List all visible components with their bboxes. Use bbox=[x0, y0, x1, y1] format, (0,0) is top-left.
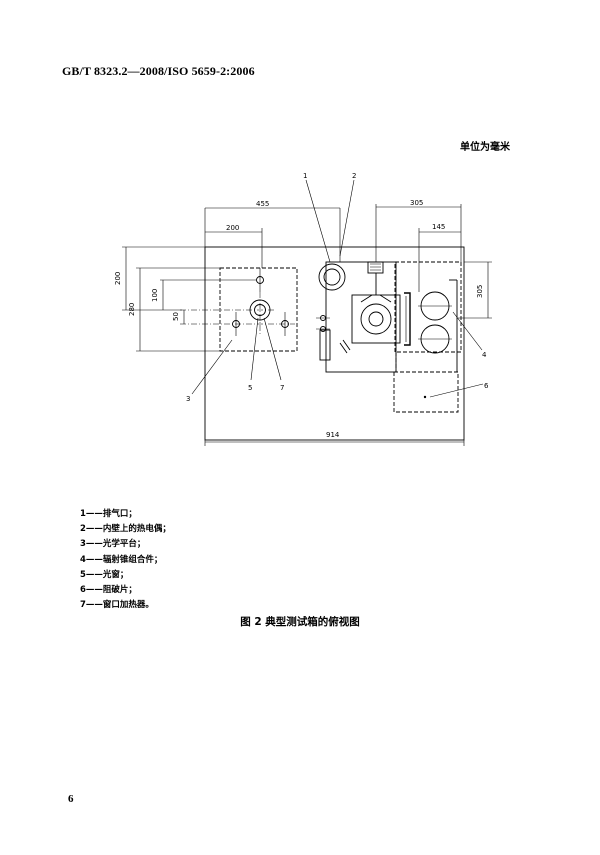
test-chamber-top-view-drawing: 455 200 305 145 914 200 280 100 50 305 1… bbox=[114, 172, 492, 446]
dim-914: 914 bbox=[326, 431, 340, 439]
legend-item: 5——光窗； bbox=[80, 569, 129, 580]
rupture-disk-outline bbox=[393, 371, 459, 413]
legend-item: 3——光学平台； bbox=[80, 539, 146, 550]
callout-2: 2 bbox=[352, 172, 356, 180]
unit-note: 单位为毫米 bbox=[460, 142, 510, 153]
optical-platform-outline bbox=[219, 267, 298, 352]
cone-body bbox=[351, 294, 401, 344]
dim-200-top: 200 bbox=[226, 224, 239, 232]
dim-50: 50 bbox=[172, 312, 180, 321]
cone-assembly-dashed bbox=[394, 261, 462, 353]
dim-305-right: 305 bbox=[476, 285, 484, 298]
legend-item: 7——窗口加热器。 bbox=[80, 600, 154, 611]
legend-item: 2——内壁上的热电偶； bbox=[80, 524, 171, 535]
callout-6: 6 bbox=[484, 382, 489, 390]
exhaust-port bbox=[318, 263, 346, 291]
callout-1: 1 bbox=[303, 172, 307, 180]
legend-item: 4——辐射锥组合件； bbox=[80, 554, 163, 565]
callout-7: 7 bbox=[280, 384, 284, 392]
legend-item: 6——阻破片； bbox=[80, 585, 137, 596]
callout-4: 4 bbox=[482, 351, 487, 359]
dim-455: 455 bbox=[256, 200, 269, 208]
callout-3: 3 bbox=[186, 395, 190, 403]
central-housing bbox=[325, 261, 397, 373]
dim-280: 280 bbox=[128, 303, 136, 316]
dim-100: 100 bbox=[151, 289, 159, 302]
page-number: 6 bbox=[68, 793, 74, 805]
dim-145: 145 bbox=[432, 223, 445, 231]
legend-list: 1——排气口； 2——内壁上的热电偶； 3——光学平台； 4——辐射锥组合件； … bbox=[80, 507, 171, 613]
dim-305-top: 305 bbox=[410, 199, 423, 207]
chamber-outline bbox=[204, 246, 465, 441]
standard-header: GB/T 8323.2—2008/ISO 5659-2:2006 bbox=[62, 64, 255, 78]
figure-caption: 图 2 典型测试箱的俯视图 bbox=[240, 616, 360, 628]
dim-200-left: 200 bbox=[114, 272, 122, 285]
legend-item: 1——排气口； bbox=[80, 509, 137, 519]
callout-5: 5 bbox=[248, 384, 252, 392]
